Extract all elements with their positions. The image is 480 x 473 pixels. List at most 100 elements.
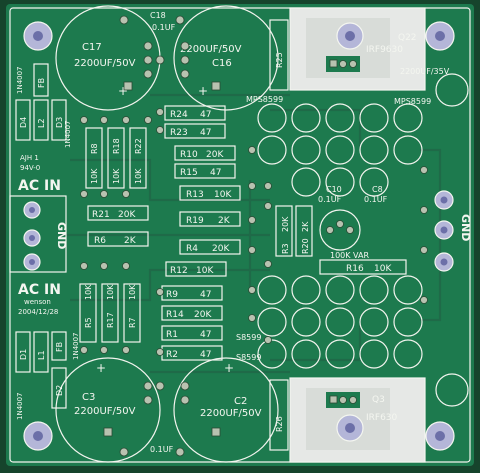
capacitor-c2: C2 2200UF/50V + — [173, 357, 279, 463]
svg-text:R21: R21 — [92, 210, 110, 220]
svg-text:AJH 1: AJH 1 — [20, 154, 39, 162]
svg-text:D3: D3 — [55, 117, 64, 128]
svg-text:IRF9630: IRF9630 — [366, 45, 403, 55]
svg-text:R18: R18 — [112, 138, 121, 154]
svg-text:Q22: Q22 — [398, 33, 417, 43]
svg-text:2200UF/35V: 2200UF/35V — [400, 67, 450, 76]
svg-text:C8: C8 — [372, 185, 383, 194]
svg-text:1N4007: 1N4007 — [72, 332, 80, 360]
capacitor-c18: C18 0.1UF 0.1UF — [119, 11, 185, 457]
svg-text:+: + — [224, 361, 234, 375]
svg-text:0.1UF: 0.1UF — [150, 445, 174, 454]
svg-text:R16: R16 — [346, 264, 364, 274]
svg-text:2200UF/50V: 2200UF/50V — [74, 406, 136, 417]
svg-text:R20: R20 — [301, 238, 310, 254]
svg-text:R6: R6 — [94, 236, 106, 246]
svg-text:+: + — [198, 84, 208, 98]
transistor-array-bottom: S8599 S8599 — [236, 275, 423, 369]
svg-text:0.1UF: 0.1UF — [318, 195, 342, 204]
svg-text:R15: R15 — [180, 168, 198, 178]
diodes-top-left: D4 L2 FB D3 1N4007 1N4007 — [15, 63, 72, 148]
svg-text:R17: R17 — [106, 312, 115, 328]
svg-text:20K: 20K — [212, 244, 230, 254]
transistor-q22: Q22 IRF9630 — [326, 33, 417, 72]
resistors-vertical-middle: 20K R3 2K R20 — [275, 205, 313, 257]
svg-text:20K: 20K — [118, 210, 136, 220]
svg-text:10K: 10K — [196, 266, 214, 276]
ac-in-connector-top: AC IN GND — [9, 178, 68, 273]
potentiometer: 100K VAR — [319, 209, 369, 260]
svg-text:GND: GND — [459, 214, 472, 241]
svg-text:10K: 10K — [90, 168, 99, 184]
svg-text:R2: R2 — [166, 350, 178, 360]
svg-text:20K: 20K — [281, 216, 290, 232]
svg-text:10K: 10K — [112, 168, 121, 184]
svg-text:10K: 10K — [84, 284, 93, 300]
svg-text:FB: FB — [55, 342, 64, 352]
svg-text:FB: FB — [37, 78, 46, 88]
svg-text:IRF630: IRF630 — [366, 413, 398, 423]
svg-text:S8599: S8599 — [236, 353, 261, 362]
svg-text:C10: C10 — [326, 185, 342, 194]
svg-text:2004/12/28: 2004/12/28 — [18, 308, 58, 316]
svg-text:R13: R13 — [186, 190, 204, 200]
svg-text:10K: 10K — [374, 264, 392, 274]
svg-text:D2: D2 — [55, 385, 64, 396]
transistor-q3: Q3 IRF630 — [326, 392, 398, 423]
svg-text:C17: C17 — [82, 42, 102, 53]
svg-text:10K: 10K — [214, 190, 232, 200]
svg-text:2K: 2K — [124, 236, 137, 246]
svg-text:47: 47 — [200, 290, 211, 300]
svg-text:D1: D1 — [19, 349, 28, 360]
svg-text:+: + — [96, 361, 106, 375]
svg-text:wenson: wenson — [24, 298, 51, 306]
diodes-bottom-left: D1 L1 FB D2 1N4007 1N4007 — [15, 331, 80, 420]
svg-text:MPS8599: MPS8599 — [246, 95, 283, 104]
svg-text:R14: R14 — [166, 310, 184, 320]
svg-text:D4: D4 — [19, 117, 28, 128]
svg-text:C3: C3 — [82, 392, 95, 403]
svg-text:R10: R10 — [180, 150, 198, 160]
svg-text:20K: 20K — [206, 150, 224, 160]
svg-text:1N4007: 1N4007 — [16, 392, 24, 420]
svg-text:C2: C2 — [234, 396, 247, 407]
svg-text:R3: R3 — [281, 243, 290, 254]
svg-text:10K: 10K — [134, 168, 143, 184]
capacitor-pads — [103, 41, 221, 437]
svg-text:2200UF/50V: 2200UF/50V — [200, 408, 262, 419]
svg-text:+: + — [118, 84, 128, 98]
svg-text:1N4007: 1N4007 — [16, 66, 24, 94]
transistor-array-top: MPS8599 MPS8599 — [246, 95, 431, 197]
svg-text:R12: R12 — [170, 266, 188, 276]
svg-text:R7: R7 — [128, 317, 137, 328]
svg-text:100K VAR: 100K VAR — [330, 251, 369, 260]
svg-text:1N4007: 1N4007 — [64, 120, 72, 148]
capacitors-small-middle: C10 C8 0.1UF 0.1UF — [318, 185, 388, 204]
svg-text:R25: R25 — [275, 52, 284, 68]
resistors-vertical-top: R8 10K R18 10K R22 10K — [85, 127, 147, 189]
capacitor-c16: 2200UF/50V C16 + — [173, 5, 279, 111]
svg-text:2K: 2K — [218, 216, 231, 226]
svg-text:47: 47 — [200, 128, 211, 138]
ac-in-connector-bottom: AC IN wenson 2004/12/28 — [18, 282, 61, 316]
svg-text:R8: R8 — [90, 143, 99, 154]
svg-text:R9: R9 — [166, 290, 178, 300]
resistor-r25-r26: R25 R26 — [269, 19, 289, 451]
mounting-holes — [23, 21, 455, 451]
svg-text:R22: R22 — [134, 138, 143, 154]
svg-text:0.1UF: 0.1UF — [364, 195, 388, 204]
svg-text:MPS8599: MPS8599 — [394, 97, 431, 106]
svg-text:0.1UF: 0.1UF — [152, 23, 176, 32]
svg-text:10K: 10K — [128, 284, 137, 300]
svg-text:94V-0: 94V-0 — [20, 164, 40, 172]
svg-text:R19: R19 — [186, 216, 204, 226]
resistors-vertical-bottom: R5 10K R17 10K R7 10K — [79, 283, 141, 343]
svg-text:47: 47 — [200, 110, 211, 120]
output-area-right: 2200UF/35V GND — [400, 67, 472, 407]
svg-text:2K: 2K — [301, 221, 310, 232]
board-id: AJH 1 94V-0 — [20, 154, 40, 172]
svg-text:S8599: S8599 — [236, 333, 261, 342]
svg-text:GND: GND — [55, 222, 68, 249]
svg-text:AC IN: AC IN — [18, 282, 61, 298]
